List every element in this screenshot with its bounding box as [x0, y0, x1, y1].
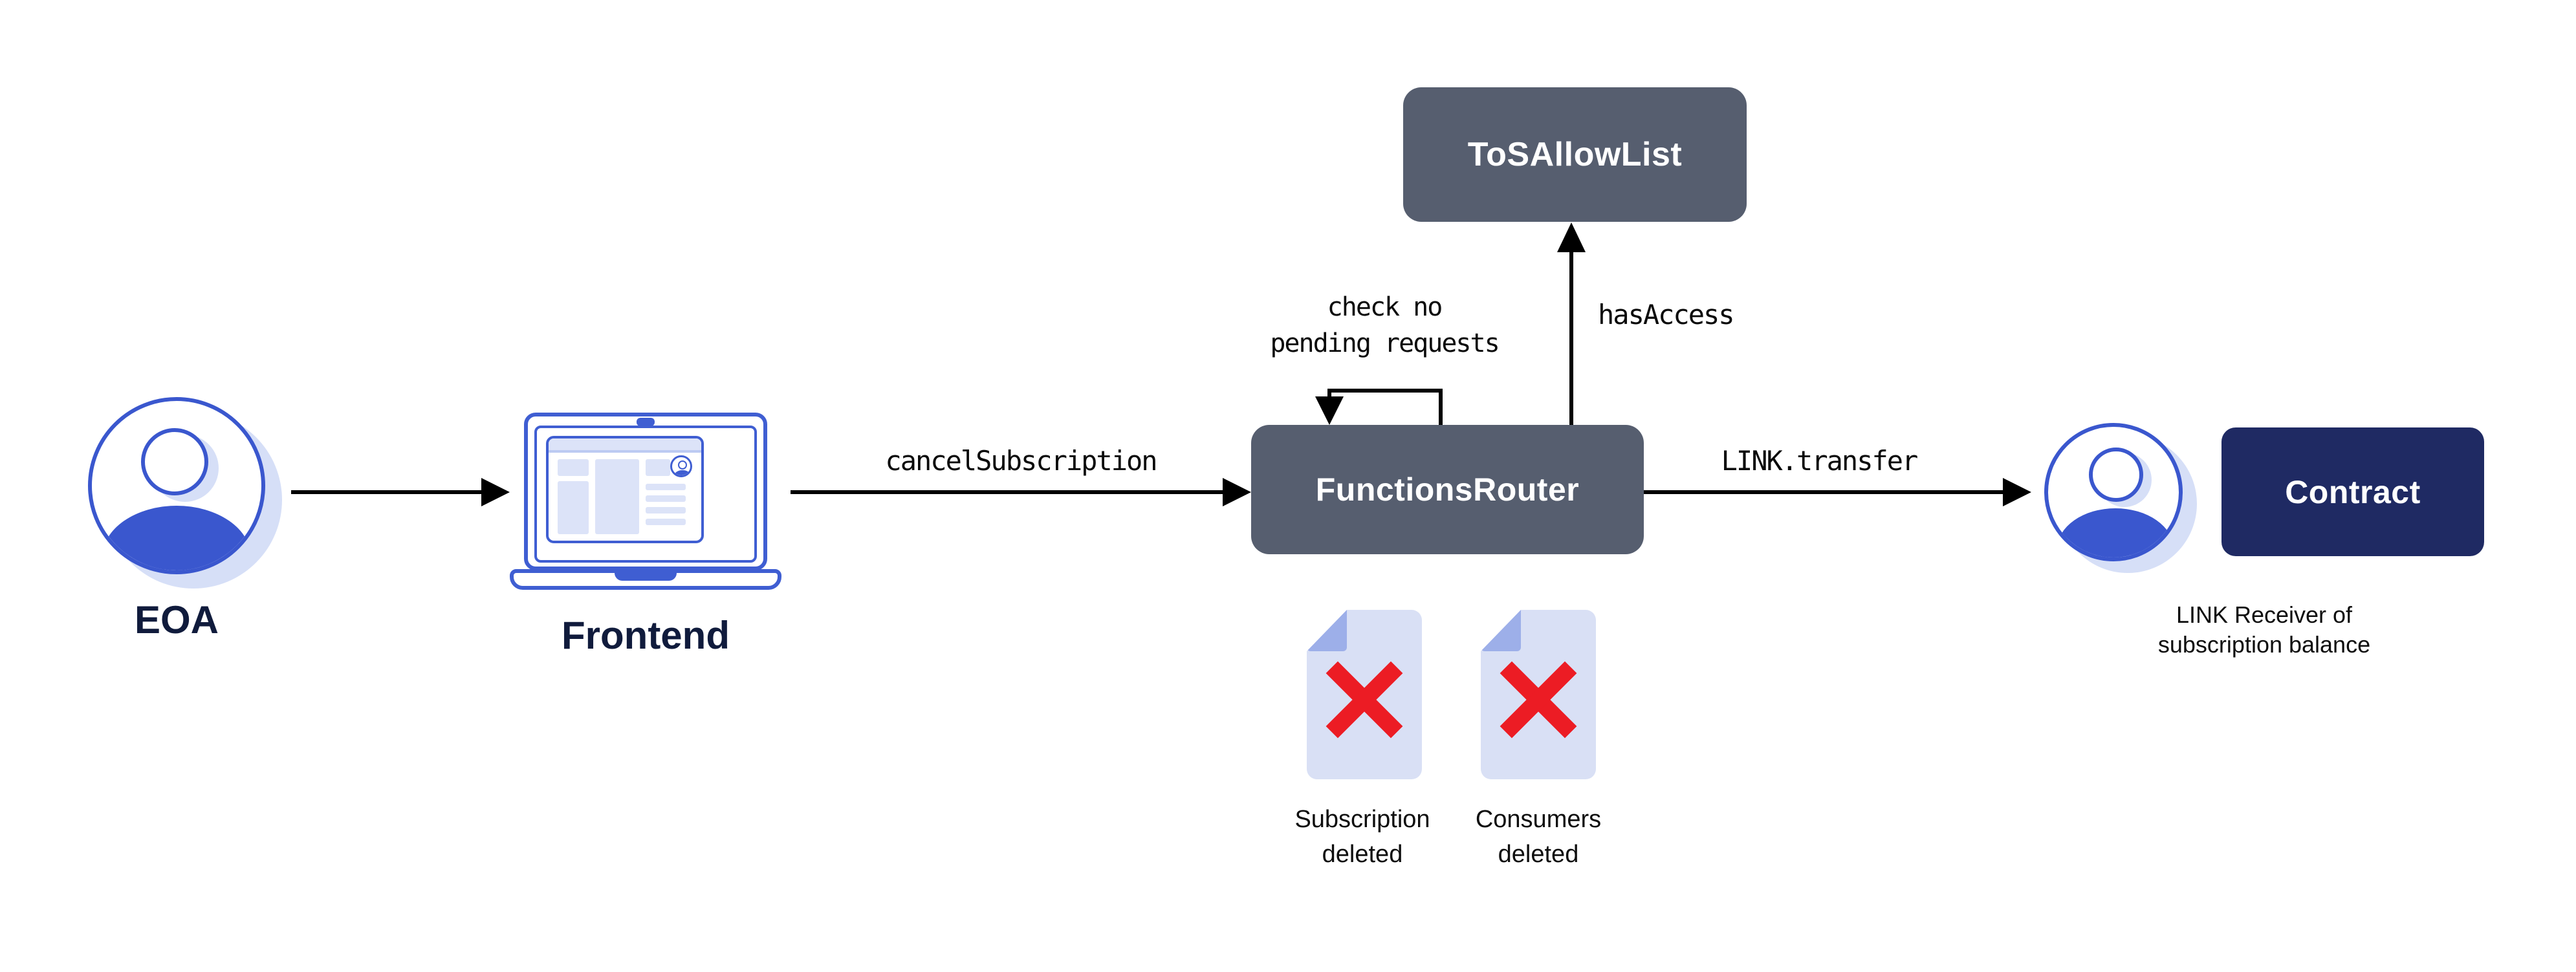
tos-allow-list-node: ToSAllowList — [1403, 87, 1747, 222]
check-pending-line1: check no — [1327, 292, 1443, 322]
user-avatar-icon — [2044, 423, 2197, 573]
browser-block-left-2 — [558, 481, 589, 534]
user-avatar-icon — [88, 397, 282, 589]
document-x-icon — [1307, 610, 1422, 779]
arrow-frontend-router-line — [791, 490, 1224, 494]
arrow-router-receiver-head — [2003, 478, 2031, 506]
browser-user-head — [678, 460, 687, 470]
self-loop-head — [1315, 396, 1344, 425]
self-loop-top-line — [1327, 389, 1443, 393]
arrow-eoa-frontend-line — [291, 490, 483, 494]
browser-block-left-1 — [558, 459, 589, 476]
contract-label: Contract — [2285, 473, 2421, 510]
has-access-line — [1569, 251, 1573, 425]
document-fold — [1481, 610, 1521, 651]
laptop-webcam — [637, 418, 655, 426]
avatar-body — [102, 506, 251, 570]
link-receiver-caption: LINK Receiver of subscription balance — [2102, 600, 2426, 660]
laptop-notch — [615, 572, 677, 581]
check-pending-label: check no pending requests — [1255, 289, 1514, 362]
has-access-head — [1557, 222, 1586, 252]
self-loop-left-line — [1327, 389, 1331, 399]
avatar-head — [141, 428, 208, 495]
arrow-router-receiver-line — [1644, 490, 2004, 494]
self-loop-right-line — [1439, 389, 1443, 425]
cancel-subscription-label: cancelSubscription — [885, 445, 1157, 477]
document-fold — [1307, 610, 1347, 651]
browser-line-4 — [646, 507, 686, 513]
contract-node: Contract — [2221, 427, 2484, 556]
browser-line-3 — [646, 495, 686, 502]
consumers-deleted-line1: Consumers — [1475, 806, 1602, 833]
browser-user-icon — [670, 455, 692, 477]
avatar-circle — [88, 397, 265, 574]
laptop-icon — [510, 406, 781, 590]
browser-header — [549, 438, 701, 453]
has-access-label: hasAccess — [1598, 299, 1735, 330]
eoa-label: EOA — [134, 598, 219, 642]
consumers-deleted-label: Consumers deleted — [1441, 802, 1635, 872]
subscription-deleted-label: Subscription deleted — [1265, 802, 1459, 872]
arrow-frontend-router-head — [1223, 478, 1251, 506]
subscription-deleted-line2: deleted — [1322, 841, 1403, 868]
arrow-eoa-frontend-head — [481, 478, 510, 506]
functions-router-label: FunctionsRouter — [1315, 471, 1580, 508]
consumers-deleted-line2: deleted — [1498, 841, 1579, 868]
browser-user-body — [674, 470, 690, 475]
link-receiver-caption-line2: subscription balance — [2157, 631, 2371, 658]
check-pending-line2: pending requests — [1270, 329, 1500, 358]
browser-block-center — [595, 459, 639, 534]
avatar-circle — [2044, 423, 2183, 561]
tos-allow-list-label: ToSAllowList — [1467, 136, 1683, 173]
functions-router-node: FunctionsRouter — [1251, 425, 1644, 554]
browser-line-5 — [646, 519, 686, 525]
link-transfer-label: LINK.transfer — [1721, 445, 1919, 477]
document-x-icon — [1481, 610, 1596, 779]
laptop-browser-window — [546, 436, 704, 543]
frontend-label: Frontend — [562, 614, 730, 657]
avatar-body — [2057, 508, 2174, 557]
link-receiver-caption-line1: LINK Receiver of — [2176, 601, 2353, 628]
browser-line-1 — [646, 459, 670, 476]
avatar-head — [2089, 448, 2143, 502]
browser-line-2 — [646, 484, 686, 490]
subscription-deleted-line1: Subscription — [1294, 806, 1430, 833]
